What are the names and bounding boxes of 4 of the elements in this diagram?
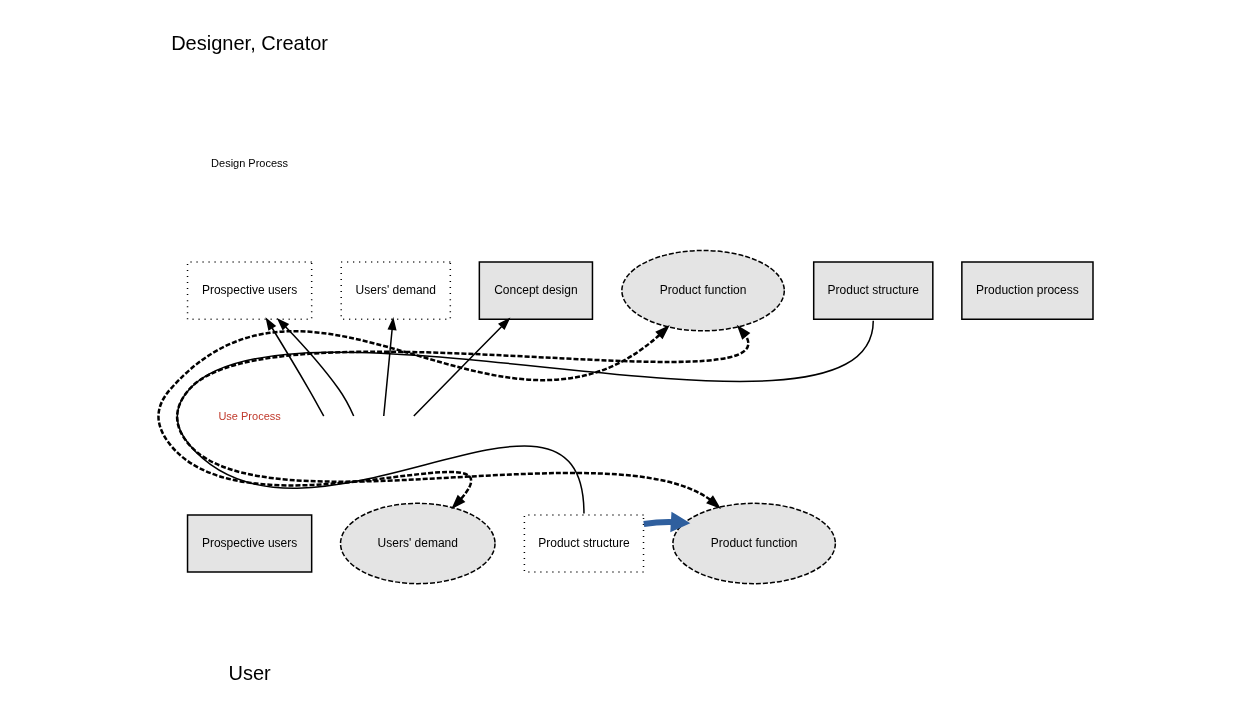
label: Use Process bbox=[218, 409, 281, 422]
label: Design Process bbox=[211, 156, 289, 169]
label: Designer, Creator bbox=[171, 32, 329, 55]
label: User bbox=[228, 661, 271, 684]
